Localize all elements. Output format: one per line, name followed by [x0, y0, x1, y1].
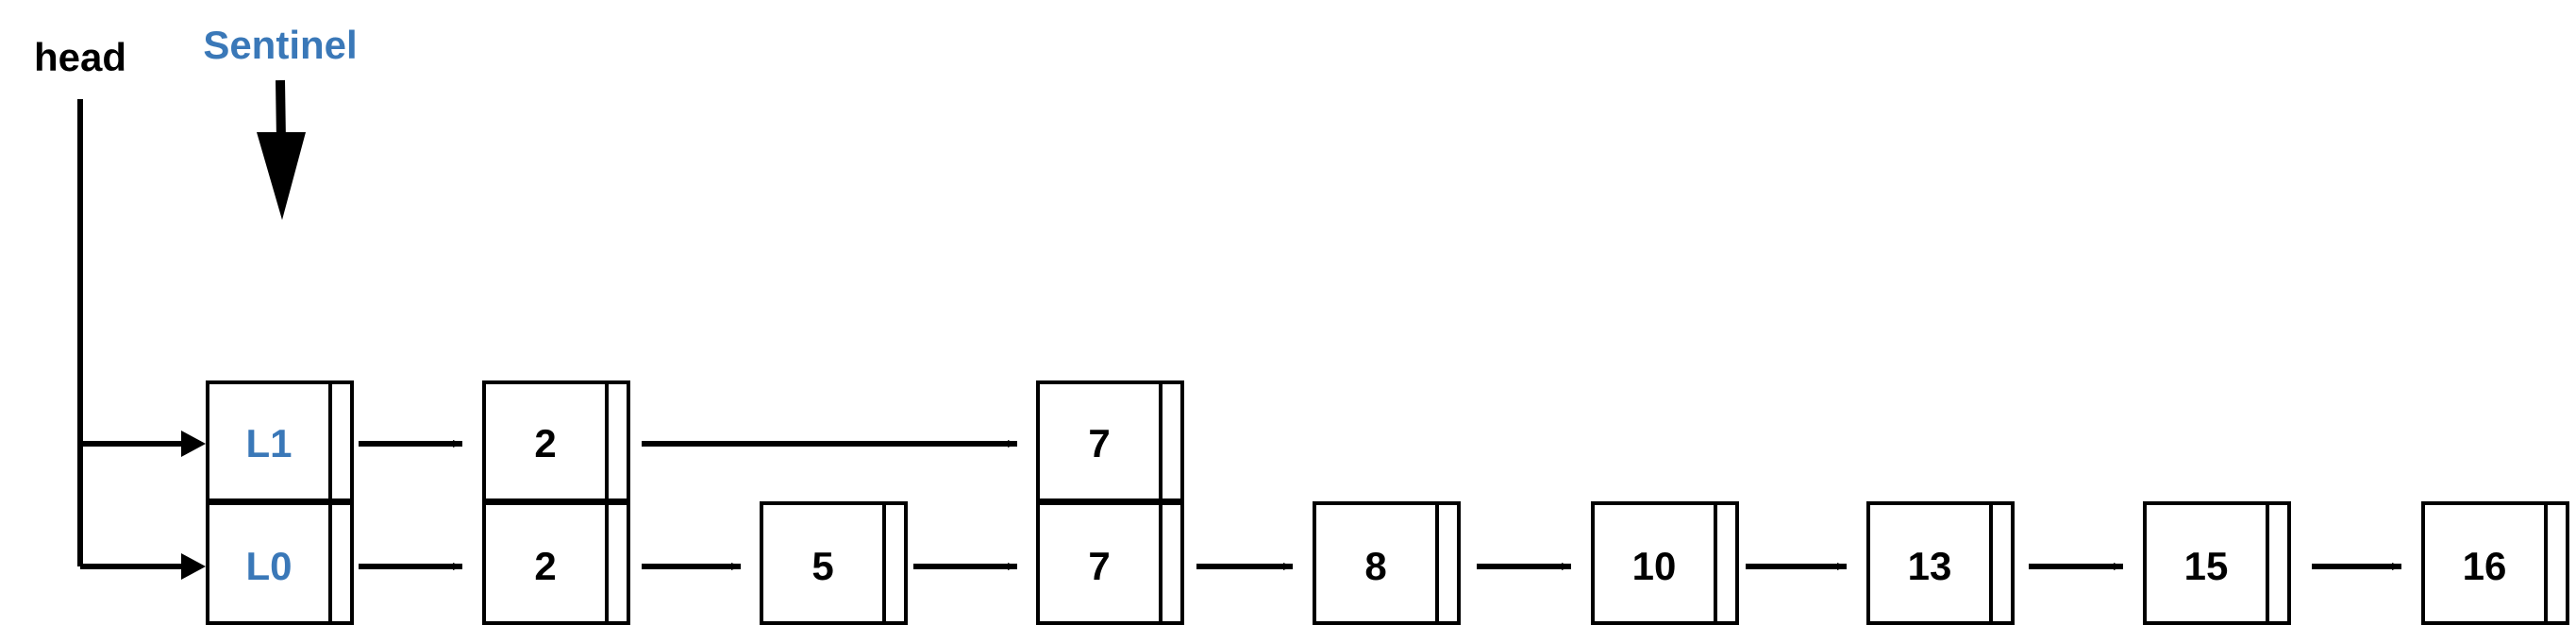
- l0-node-value: 16: [2463, 544, 2507, 588]
- l1-node-value: 2: [534, 421, 556, 465]
- l0-node: 10: [1591, 501, 1739, 625]
- l0-node-value: 2: [534, 544, 556, 588]
- head-pointer: [77, 99, 189, 569]
- l0-node: 13: [1866, 501, 2015, 625]
- l1-node-value: 7: [1088, 421, 1110, 465]
- l0-node-value: 7: [1088, 544, 1110, 588]
- l0-node: 8: [1313, 501, 1461, 625]
- l0-node-value: 13: [1908, 544, 1952, 588]
- l0-node: 16: [2421, 501, 2569, 625]
- head-label: head: [34, 35, 126, 79]
- sentinel-node-l0: L0: [206, 501, 354, 625]
- l0-node: 5: [760, 501, 908, 625]
- l0-node-value: 10: [1632, 544, 1677, 588]
- sentinel-node-l1: L1: [206, 380, 354, 502]
- level-0-chain: 2 5 7 8 10 13: [359, 501, 2569, 625]
- l1-node: 7: [1036, 380, 1184, 502]
- sentinel-l1-label: L1: [245, 421, 292, 465]
- l0-node-value: 5: [811, 544, 833, 588]
- head-to-l0-arrowhead: [181, 553, 206, 580]
- sentinel-label: Sentinel: [203, 23, 357, 67]
- l0-node-value: 15: [2184, 544, 2229, 588]
- l0-node: 15: [2143, 501, 2291, 625]
- sentinel-arrow: [257, 79, 306, 220]
- sentinel-l0-label: L0: [245, 544, 292, 588]
- l0-node: 7: [1036, 501, 1184, 625]
- l0-node: 2: [482, 501, 630, 625]
- l0-node-value: 8: [1364, 544, 1386, 588]
- head-to-l1-arrowhead: [181, 431, 206, 457]
- level-1-chain: 2 7: [359, 380, 1184, 502]
- l1-node: 2: [482, 380, 630, 502]
